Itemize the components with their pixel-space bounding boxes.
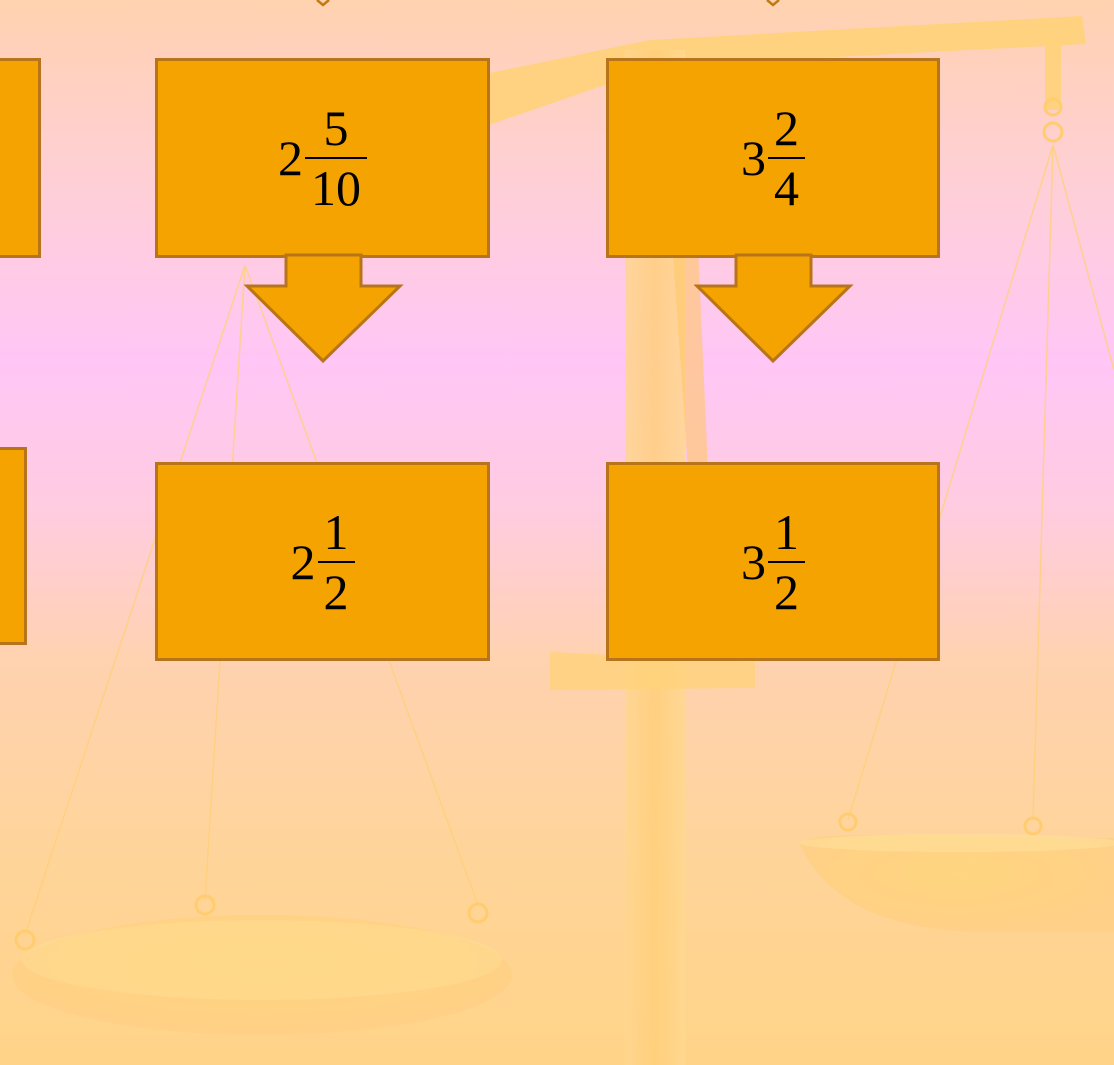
mixed-number: 2 5 10 — [158, 61, 487, 255]
mixed-number-card-3-2-4[interactable]: 3 2 4 — [606, 58, 940, 258]
whole-part: 2 — [290, 533, 316, 590]
mixed-number: 3 1 2 — [609, 465, 937, 658]
mixed-number-card-3-1-2[interactable]: 3 1 2 — [606, 462, 940, 661]
whole-part: 2 — [278, 130, 303, 186]
mixed-number-card-2-1-2[interactable]: 2 1 2 — [155, 462, 490, 661]
mixed-number: 2 1 2 — [158, 465, 487, 658]
denominator: 2 — [774, 563, 799, 620]
denominator: 4 — [774, 160, 799, 216]
numerator: 2 — [774, 100, 799, 156]
fraction: 2 4 — [768, 103, 805, 213]
fraction: 1 2 — [317, 503, 355, 620]
partial-card-top-left — [0, 58, 41, 258]
numerator: 1 — [323, 503, 349, 560]
mixed-number-card-2-5-10[interactable]: 2 5 10 — [155, 58, 490, 258]
fraction-bar — [305, 157, 367, 159]
down-arrow-icon — [694, 253, 854, 364]
scale-pan-right — [800, 835, 1114, 932]
denominator: 2 — [323, 563, 349, 620]
scale-beam — [480, 16, 1086, 128]
fraction: 5 10 — [305, 103, 367, 213]
partial-card-bottom-left — [0, 447, 27, 645]
scale-crossbar — [550, 652, 755, 690]
mixed-number: 3 2 4 — [609, 61, 937, 255]
fraction: 1 2 — [768, 507, 805, 617]
down-arrow-icon — [244, 253, 404, 364]
fraction-bar — [768, 157, 805, 159]
whole-part: 3 — [741, 533, 766, 590]
fraction-bar — [317, 560, 355, 563]
fraction-bar — [768, 560, 805, 563]
denominator: 10 — [311, 160, 361, 216]
top-arrow-tip-right — [766, 0, 780, 7]
top-arrow-tip-left — [316, 0, 330, 7]
numerator: 1 — [774, 503, 799, 560]
numerator: 5 — [323, 100, 349, 156]
whole-part: 3 — [741, 130, 766, 186]
